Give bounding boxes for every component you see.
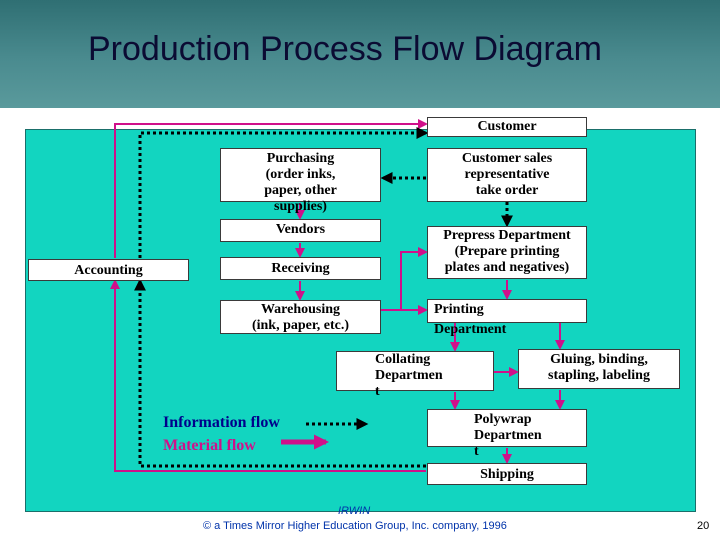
slide-title: Production Process Flow Diagram — [88, 30, 602, 68]
node-warehousing: Warehousing (ink, paper, etc.) — [220, 300, 381, 334]
node-shipping: Shipping — [427, 463, 587, 485]
copyright-notice: © a Times Mirror Higher Education Group,… — [203, 520, 507, 532]
node-printing: Printing Department — [427, 299, 587, 337]
legend-information-flow: Information flow — [163, 414, 280, 431]
node-purchasing: Purchasing (order inks, paper, other sup… — [220, 148, 381, 214]
legend-material-flow: Material flow — [163, 437, 256, 454]
node-vendors: Vendors — [220, 219, 381, 242]
slide-header — [0, 0, 720, 108]
node-customer-sales-rep: Customer sales representative take order — [427, 148, 587, 202]
publisher-logo: IRWIN — [338, 505, 371, 517]
node-polywrap: Polywrap Departmen t — [427, 409, 587, 459]
node-customer: Customer — [427, 117, 587, 137]
node-receiving: Receiving — [220, 257, 381, 280]
node-gluing: Gluing, binding, stapling, labeling — [518, 349, 680, 389]
page-number: 20 — [697, 520, 710, 532]
node-accounting: Accounting — [28, 259, 189, 281]
node-prepress: Prepress Department (Prepare printing pl… — [427, 226, 587, 279]
node-collating: Collating Departmen t — [336, 351, 494, 399]
